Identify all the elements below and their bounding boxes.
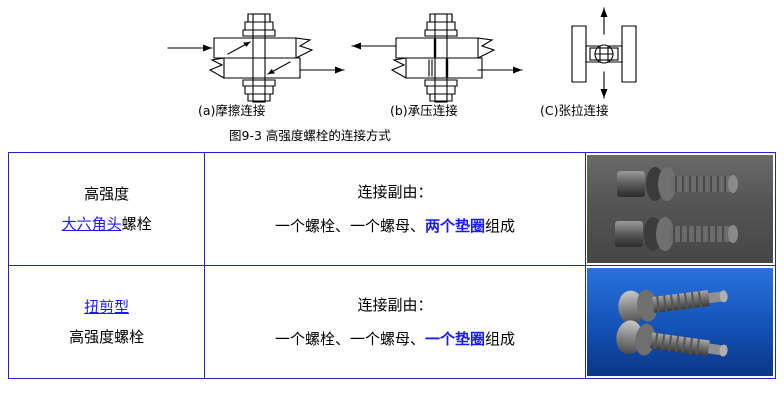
row1-name-cell: 高强度 大六角头螺栓 xyxy=(7,152,206,266)
row2-name-link[interactable]: 扭剪型 xyxy=(84,298,130,316)
row2-desc-cell: 连接副由： 一个螺栓、一个螺母、一个垫圈组成 xyxy=(204,265,586,379)
row1-desc-suffix: 组成 xyxy=(485,217,516,235)
torshear-bolt-photo xyxy=(587,268,774,376)
row2-desc-prefix: 一个螺栓、一个螺母、 xyxy=(274,330,425,348)
row2-desc-suffix: 组成 xyxy=(485,330,516,348)
figure-sublabels: (a)摩擦连接 (b)承压连接 (C)张拉连接 xyxy=(0,103,784,123)
bolt-connection-diagrams xyxy=(167,7,637,103)
row1-desc-prefix: 一个螺栓、一个螺母、 xyxy=(274,217,425,235)
row1-photo-cell xyxy=(584,152,777,266)
torshear-bolt-illustration xyxy=(587,268,774,376)
row1-desc-line1: 连接副由： xyxy=(357,183,433,201)
row2-desc-line2: 一个螺栓、一个螺母、一个垫圈组成 xyxy=(205,322,584,356)
figure-sublabel-c: (C)张拉连接 xyxy=(540,103,609,118)
row1-name-line2-suffix: 螺栓 xyxy=(121,215,152,233)
figure-title: 图9-3 高强度螺栓的连接方式 xyxy=(229,128,391,143)
bolt-spec-table-wrapper: 高强度 大六角头螺栓 连接副由： 一个螺栓、一个螺母、两个垫圈组成 xyxy=(7,152,777,379)
row1-desc-accent: 两个垫圈 xyxy=(424,217,485,235)
row1-name-line1: 高强度 xyxy=(84,185,130,203)
row2-desc-line1: 连接副由： xyxy=(357,296,433,314)
friction-connection-diagram xyxy=(167,13,345,103)
row1-name-link[interactable]: 大六角头 xyxy=(61,215,122,233)
row2-name-cell: 扭剪型 高强度螺栓 xyxy=(7,265,206,379)
hex-head-bolt-photo xyxy=(587,155,774,263)
row1-desc-cell: 连接副由： 一个螺栓、一个螺母、两个垫圈组成 xyxy=(204,152,586,266)
hex-head-bolt-illustration xyxy=(587,155,774,263)
bearing-connection-diagram xyxy=(351,13,523,103)
row1-name-line2: 大六角头螺栓 xyxy=(9,209,204,239)
row2-photo-cell xyxy=(584,265,777,379)
figure-sublabel-b: (b)承压连接 xyxy=(390,103,458,118)
table-row: 高强度 大六角头螺栓 连接副由： 一个螺栓、一个螺母、两个垫圈组成 xyxy=(7,152,777,266)
figure-sublabel-a: (a)摩擦连接 xyxy=(198,103,266,118)
tension-connection-diagram xyxy=(571,7,637,99)
row2-desc-accent: 一个垫圈 xyxy=(424,330,485,348)
bolt-spec-table: 高强度 大六角头螺栓 连接副由： 一个螺栓、一个螺母、两个垫圈组成 xyxy=(7,152,777,379)
row2-name-line1: 扭剪型 xyxy=(9,292,204,322)
table-row: 扭剪型 高强度螺栓 连接副由： 一个螺栓、一个螺母、一个垫圈组成 xyxy=(7,265,777,379)
row2-name-line2: 高强度螺栓 xyxy=(69,328,145,346)
row1-desc-line2: 一个螺栓、一个螺母、两个垫圈组成 xyxy=(205,209,584,243)
figure-area: (a)摩擦连接 (b)承压连接 (C)张拉连接 图9-3 高强度螺栓的连接方式 xyxy=(0,0,784,150)
